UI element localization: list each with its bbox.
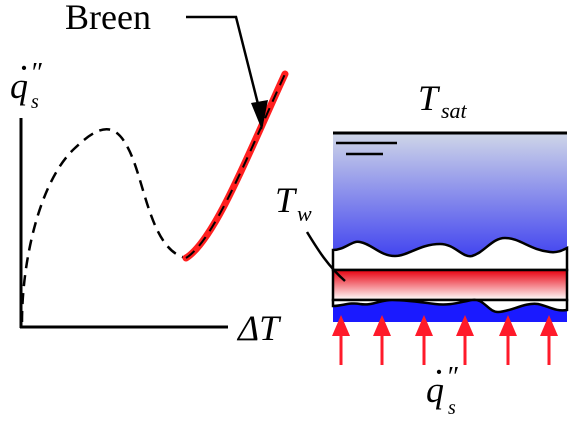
- boiling-curve-plot: Breen q · ″ s ΔT: [10, 0, 289, 348]
- breen-label: Breen: [65, 0, 151, 37]
- svg-text:T: T: [275, 180, 298, 220]
- heat-flux-arrow: [415, 315, 433, 365]
- heat-flux-y-label: q · ″ s: [10, 48, 42, 113]
- svg-text:s: s: [448, 397, 456, 419]
- heat-flux-arrow: [499, 315, 517, 365]
- svg-text:·: ·: [18, 48, 30, 88]
- svg-text:s: s: [31, 91, 39, 113]
- t-w-label: T w: [275, 180, 312, 226]
- heat-flux-arrow: [332, 315, 350, 365]
- svg-text:·: ·: [433, 352, 445, 392]
- liquid-pool: [333, 133, 567, 263]
- boiling-curve-dashed: [20, 73, 287, 323]
- svg-text:sat: sat: [441, 98, 468, 123]
- svg-text:″: ″: [446, 362, 458, 393]
- delta-t-label: ΔT: [236, 308, 282, 348]
- heated-wall: [331, 268, 569, 302]
- heat-flux-arrows: [332, 315, 558, 365]
- svg-text:″: ″: [30, 58, 42, 89]
- heat-flux-arrow: [373, 315, 391, 365]
- heat-flux-bottom-label: q · ″ s: [426, 352, 458, 419]
- svg-text:q: q: [10, 66, 28, 106]
- t-sat-label: T sat: [418, 78, 468, 123]
- vapor-film-top: [331, 236, 569, 272]
- svg-text:w: w: [297, 201, 312, 226]
- heat-flux-arrow: [456, 315, 474, 365]
- svg-text:T: T: [418, 78, 441, 118]
- breen-leader-line: [186, 15, 261, 109]
- boiling-schematic: T sat T w: [275, 78, 569, 419]
- heat-flux-arrow: [540, 315, 558, 365]
- svg-text:q: q: [426, 370, 444, 410]
- vapor-film-bottom: [331, 298, 569, 314]
- breen-arrowhead: [251, 100, 268, 130]
- breen-correlation-curve: [182, 70, 289, 262]
- t-w-leader-line: [305, 231, 346, 282]
